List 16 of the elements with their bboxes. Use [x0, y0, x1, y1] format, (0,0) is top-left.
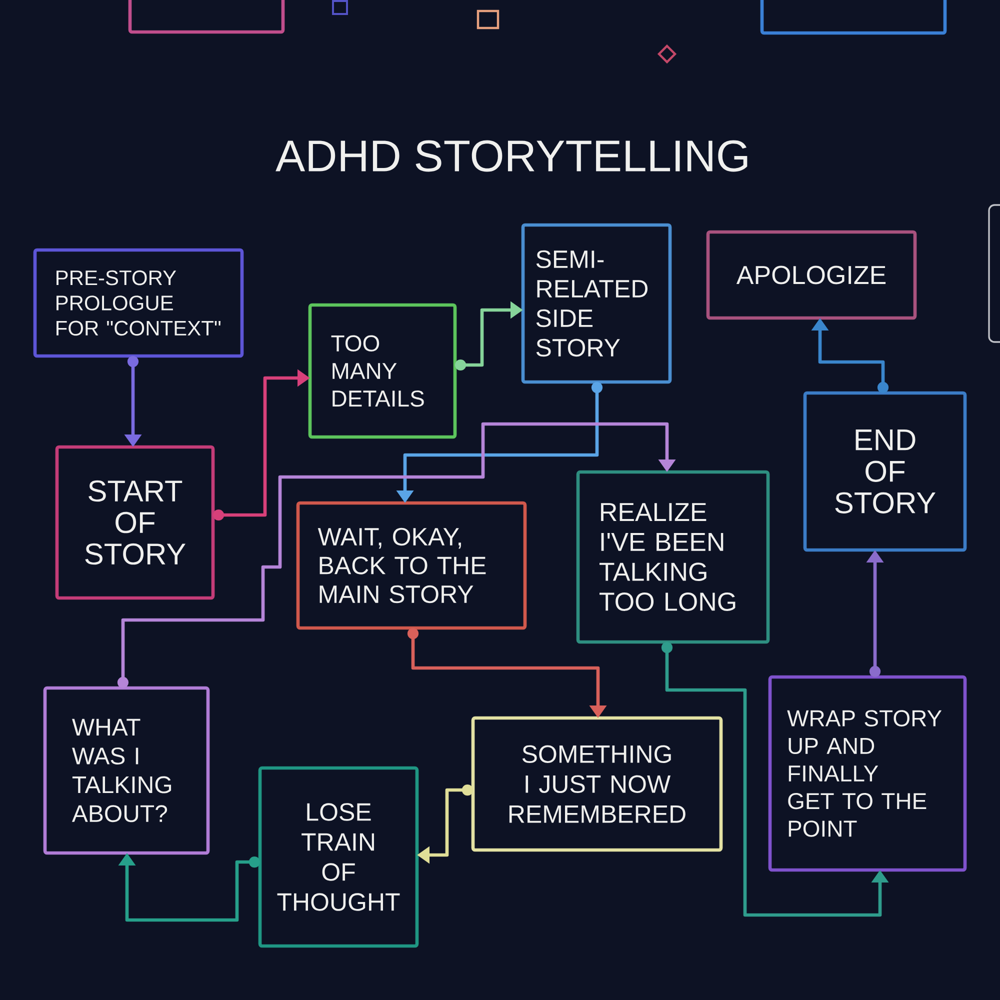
- flowchart-box: SOMETHING I JUST NOW REMEMBERED: [471, 716, 723, 852]
- flowchart-box: WHAT WAS I TALKING ABOUT?: [43, 686, 210, 855]
- flowchart-box: PRE-STORY PROLOGUE FOR "CONTEXT": [33, 248, 244, 358]
- flowchart-box: WAIT, OKAY, BACK TO THE MAIN STORY: [296, 501, 527, 630]
- flowchart-box: START OF STORY: [55, 445, 215, 600]
- arrow: [117, 422, 676, 688]
- flowchart-box: WRAP STORY UP AND FINALLY GET TO THE POINT: [768, 675, 967, 872]
- flowchart-box: SEMI-RELATED SIDE STORY: [521, 223, 672, 384]
- cut-off-box: [128, 0, 285, 34]
- flowchart-box: REALIZE I'VE BEEN TALKING TOO LONG: [576, 470, 770, 644]
- flowchart-box: APOLOGIZE: [706, 230, 917, 320]
- title: ADHD STORYTELLING: [276, 140, 748, 172]
- flowchart-box: LOSE TRAIN OF THOUGHT: [258, 766, 419, 948]
- flowchart-box: END OF STORY: [803, 391, 967, 552]
- cut-off-box: [760, 0, 947, 35]
- flowchart-box: TOO MANY DETAILS: [308, 303, 457, 439]
